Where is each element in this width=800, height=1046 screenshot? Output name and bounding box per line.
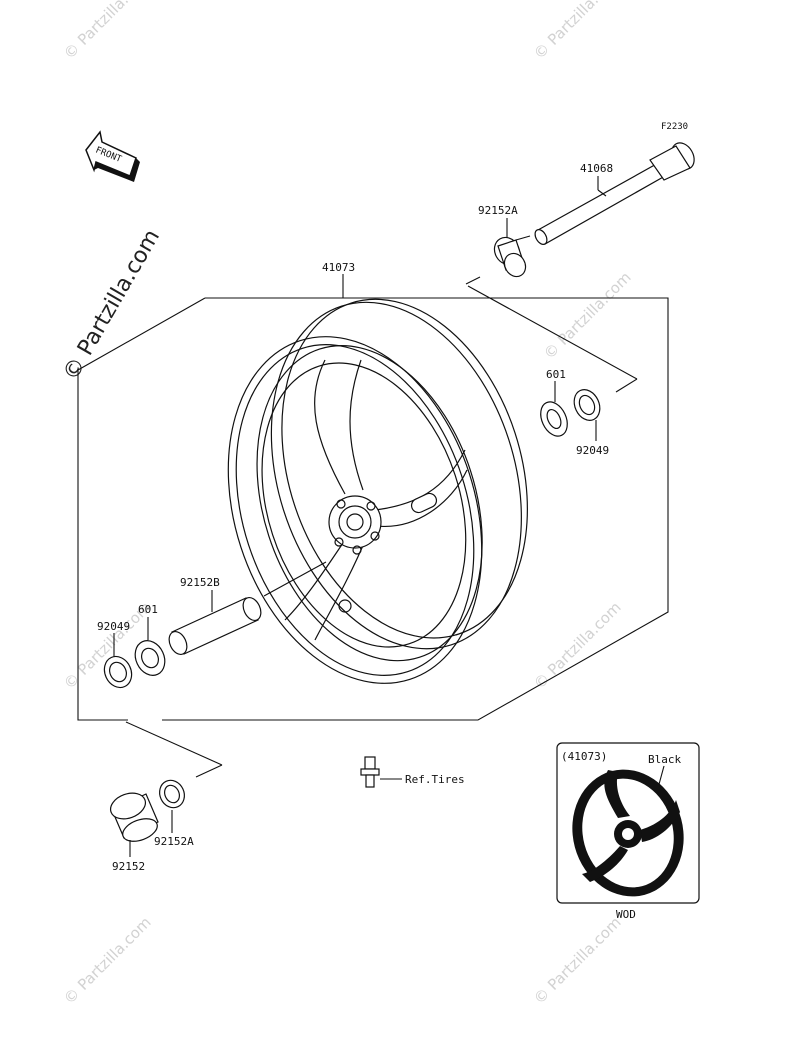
part-number-wheel: 41073 (322, 261, 355, 274)
valve-reference: Ref.Tires (405, 773, 465, 786)
watermark: © Partzilla.com (60, 0, 155, 63)
watermark: © Partzilla.com (530, 0, 625, 63)
axle-part (515, 142, 695, 245)
part-number-seal-right: 92049 (576, 444, 609, 457)
part-number-seal-left: 92049 (97, 620, 130, 633)
bearing-left-part (103, 640, 166, 689)
watermark: © Partzilla.com (60, 913, 155, 1008)
inset-variant-label: WOD (616, 908, 636, 921)
inset-part-ref: (41073) (561, 750, 607, 763)
collar-bottom-parts (109, 779, 185, 842)
diagram-code: F2230 (661, 122, 688, 132)
part-number-collar-bottom: 92152 (112, 860, 145, 873)
part-labels: 41068 92152A 41073 601 92049 92152B 601 … (97, 162, 613, 873)
spacer-part (168, 561, 327, 655)
part-number-collar-top: 92152A (478, 204, 518, 217)
part-number-bearing-right: 601 (546, 368, 566, 381)
valve-part (360, 756, 402, 788)
leader-lines (113, 176, 607, 857)
watermark: © Partzilla.com (530, 598, 625, 693)
wheel-bracket (77, 276, 669, 778)
wheel-drawing (227, 298, 528, 684)
inset-color-label: Black (648, 753, 681, 766)
part-number-spacer: 92152B (180, 576, 220, 589)
part-number-collar-bottom-a: 92152A (154, 835, 194, 848)
color-variant-inset: (41073) Black WOD (556, 742, 700, 921)
collar-part-top (493, 236, 527, 278)
part-number-axle: 41068 (580, 162, 613, 175)
watermark: © Partzilla.com (540, 268, 635, 363)
part-number-bearing-left: 601 (138, 603, 158, 616)
front-arrow-icon: FRONT (85, 130, 140, 182)
watermark-main: © Partzilla.com (59, 225, 166, 385)
watermark: © Partzilla.com (530, 913, 625, 1008)
bearing-right-part (540, 389, 601, 437)
